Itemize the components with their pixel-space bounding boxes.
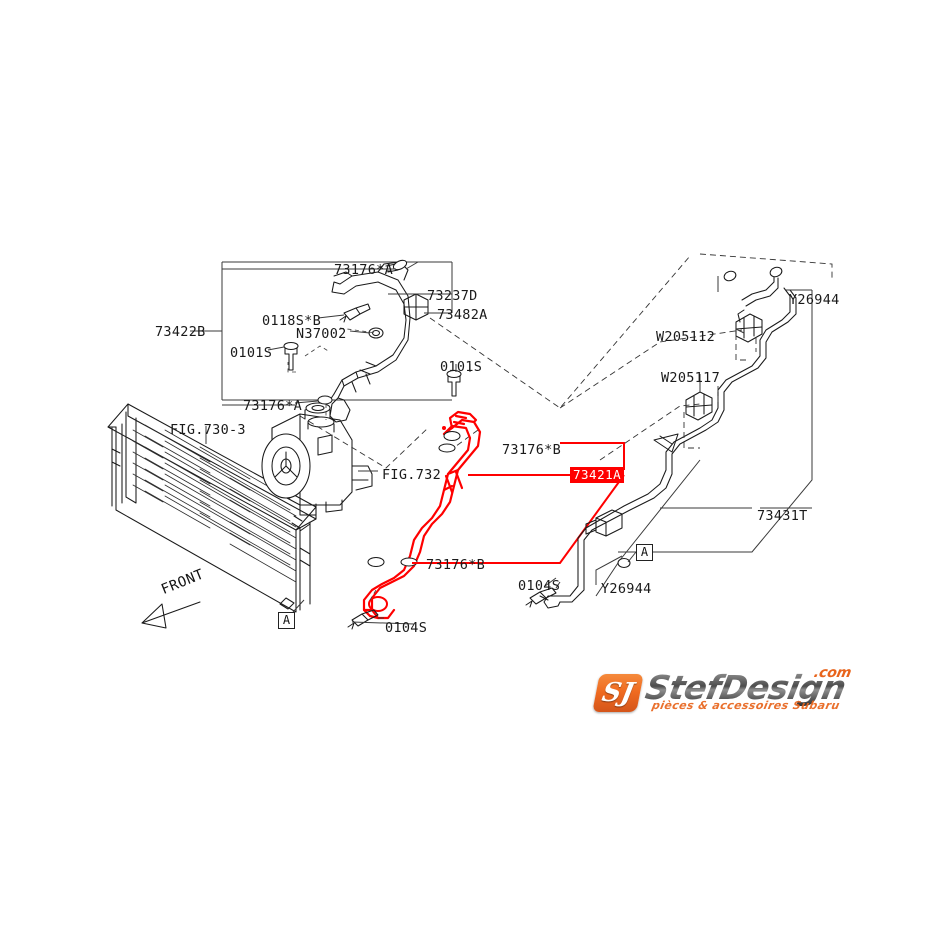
label-n37002: N37002 [296, 326, 347, 342]
label-w205112: W205112 [656, 329, 715, 345]
label-73431t: 73431T [757, 508, 808, 524]
label-y26944-top: Y26944 [789, 292, 840, 308]
watermark-monogram-text: SJ [599, 678, 637, 708]
leader-lines [190, 261, 752, 625]
highlight-leader-lines [412, 442, 625, 564]
label-73176a-top: 73176*A [334, 262, 393, 278]
oring-group [367, 270, 737, 569]
connector-marker-a-left: A [278, 612, 295, 629]
watermark-stefdesign: SJ StefDesign .com pièces & accessoires … [592, 665, 864, 722]
highlighted-part-badge: 73421A [570, 467, 625, 483]
label-y26944-bottom: Y26944 [601, 581, 652, 597]
label-0101s-left: 0101S [230, 345, 273, 361]
bracket-73422b [192, 261, 452, 406]
pipe-73431t-assembly [539, 266, 797, 609]
label-0101s-right: 0101S [440, 359, 483, 375]
label-73176a-bottom: 73176*A [243, 398, 302, 414]
bolt-0104s-left [347, 589, 384, 630]
label-0104s-left: 0104S [385, 620, 428, 636]
label-w205117: W205117 [661, 370, 720, 386]
bolt-0104s-right [525, 577, 557, 608]
label-73422b: 73422B [155, 324, 206, 340]
connector-marker-a-right: A [636, 544, 653, 561]
label-73176b-upper: 73176*B [502, 442, 561, 458]
label-73237d: 73237D [427, 288, 478, 304]
dashed-panel-right [559, 253, 833, 461]
label-fig730-3: FIG.730-3 [170, 422, 246, 438]
dashed-leader-group-upper [287, 327, 377, 420]
label-73176b-lower: 73176*B [426, 557, 485, 573]
label-73482a: 73482A [437, 307, 488, 323]
compressor-assembly [261, 402, 373, 516]
watermark-tagline: pièces & accessoires Subaru [650, 699, 841, 712]
hose-73422b-assembly [283, 259, 462, 423]
watermark-monogram-badge: SJ [592, 674, 644, 712]
dashed-section-boundary [299, 255, 691, 469]
connector-a-leads [292, 551, 637, 613]
highlighted-hose-73421a [362, 410, 482, 620]
label-fig732: FIG.732 [382, 467, 441, 483]
watermark-tld: .com [812, 665, 853, 681]
front-arrow-icon [141, 601, 201, 629]
label-0118sb: 0118S*B [262, 313, 321, 329]
label-0104s-right: 0104S [518, 578, 561, 594]
